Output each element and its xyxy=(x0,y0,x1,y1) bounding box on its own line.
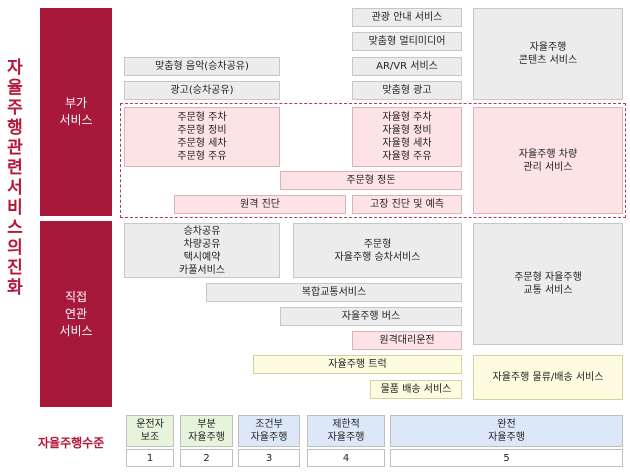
box-on-demand-group: 주문형 주차 주문형 정비 주문형 세차 주문형 주유 xyxy=(124,107,280,167)
level-3-name: 조건부 자율주행 xyxy=(238,415,300,447)
level-3-number: 3 xyxy=(238,449,300,467)
box-vehicle-mgmt: 자율주행 차량 관리 서비스 xyxy=(473,107,623,214)
box-ar-vr: AR/VR 서비스 xyxy=(352,57,462,76)
box-on-demand-valet: 주문형 정돈 xyxy=(280,171,462,190)
box-logistics: 자율주행 물류/배송 서비스 xyxy=(473,355,623,400)
level-4-name: 제한적 자율주행 xyxy=(307,415,385,447)
level-1-name: 운전자 보조 xyxy=(126,415,174,447)
category-direct-services: 직접 연관 서비스 xyxy=(40,221,112,407)
box-multimodal: 복합교통서비스 xyxy=(206,283,462,302)
box-ride-share: 승차공유 차량공유 택시예약 카풀서비스 xyxy=(124,223,280,278)
box-auto-bus: 자율주행 버스 xyxy=(280,307,462,326)
box-auto-group: 자율형 주차 자율형 정비 자율형 세차 자율형 주유 xyxy=(352,107,462,167)
level-1-number: 1 xyxy=(126,449,174,467)
diagram-title: 자율주행 관련 서비스의 진화 xyxy=(7,58,23,298)
box-tourist-info: 관광 안내 서비스 xyxy=(352,8,462,27)
level-2-number: 2 xyxy=(180,449,233,467)
box-custom-ad: 맞춤형 광고 xyxy=(352,81,462,100)
box-on-demand-ride: 주문형 자율주행 승차서비스 xyxy=(293,223,462,278)
level-5-number: 5 xyxy=(390,449,623,467)
box-delivery: 물품 배송 서비스 xyxy=(370,380,462,399)
level-4-number: 4 xyxy=(307,449,385,467)
autonomy-level-label: 자율주행수준 xyxy=(38,436,105,450)
level-2-name: 부분 자율주행 xyxy=(180,415,233,447)
category-additional-services: 부가 서비스 xyxy=(40,8,112,216)
box-ad-share: 광고(승차공유) xyxy=(124,81,280,100)
box-fault-diag: 고장 진단 및 예측 xyxy=(352,195,462,214)
box-custom-multimedia: 맞춤형 멀티미디어 xyxy=(352,32,462,51)
box-remote-diag: 원격 진단 xyxy=(174,195,346,214)
box-on-demand-traffic: 주문형 자율주행 교통 서비스 xyxy=(473,223,623,345)
box-custom-music: 맞춤형 음악(승차공유) xyxy=(124,57,280,76)
level-5-name: 완전 자율주행 xyxy=(390,415,623,447)
box-remote-driving: 원격대리운전 xyxy=(352,331,462,350)
vehicle-services-dashed-group xyxy=(120,103,626,218)
box-auto-truck: 자율주행 트럭 xyxy=(253,355,462,374)
box-content-service: 자율주행 콘텐츠 서비스 xyxy=(473,8,623,100)
